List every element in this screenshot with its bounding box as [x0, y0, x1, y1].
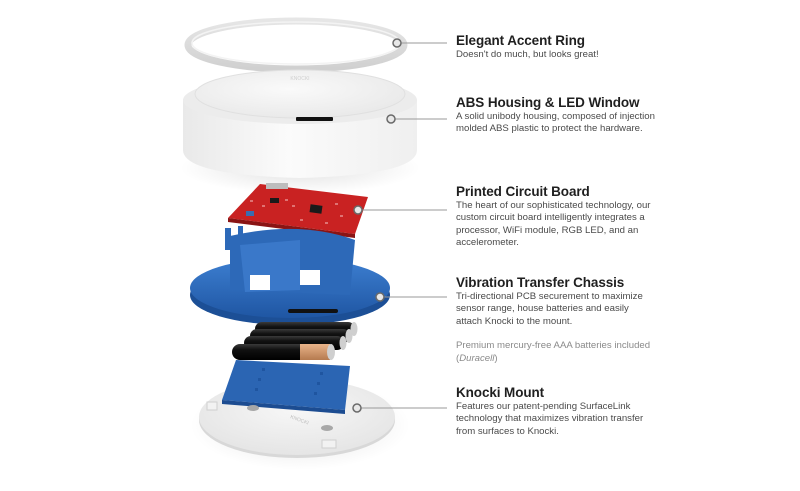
- callout-accent-ring: Elegant Accent Ring Doesn't do much, but…: [456, 33, 656, 61]
- accent-ring: [184, 17, 408, 73]
- callout-description: Doesn't do much, but looks great!: [456, 49, 599, 60]
- marker-chassis: [375, 292, 385, 302]
- callout-title: Printed Circuit Board: [456, 184, 590, 199]
- vibration-transfer-chassis: [190, 226, 390, 325]
- callout-description: The heart of our sophisticated technolog…: [456, 200, 651, 249]
- callout-mount: Knocki Mount Features our patent-pending…: [456, 385, 656, 438]
- marker-pcb: [353, 205, 363, 215]
- callout-title: Elegant Accent Ring: [456, 33, 585, 48]
- callout-title: Knocki Mount: [456, 385, 545, 400]
- knocki-mount: KNOCKI: [190, 360, 410, 470]
- marker-housing: [386, 114, 396, 124]
- battery-brand: Duracell: [459, 352, 495, 364]
- battery-note-end: ): [494, 352, 498, 364]
- abs-housing: KNOCKI: [180, 69, 420, 194]
- battery-note: Premium mercury-free AAA batteries inclu…: [456, 340, 656, 365]
- callout-markers: [352, 38, 402, 413]
- aaa-batteries: [232, 322, 358, 360]
- callout-description: A solid unibody housing, composed of inj…: [456, 111, 655, 135]
- led-window: [296, 117, 333, 121]
- marker-mount: [352, 403, 362, 413]
- callout-title: Vibration Transfer Chassis: [456, 275, 625, 290]
- callout-title: ABS Housing & LED Window: [456, 95, 640, 110]
- battery-note-text: Premium mercury-free AAA batteries inclu…: [456, 340, 651, 364]
- callout-description: Features our patent-pending SurfaceLink …: [456, 401, 644, 437]
- callout-chassis: Vibration Transfer Chassis Tri-direction…: [456, 275, 656, 365]
- housing-engraving: KNOCKI: [290, 76, 309, 82]
- callout-pcb: Printed Circuit Board The heart of our s…: [456, 184, 656, 250]
- callout-description: Tri-directional PCB securement to maximi…: [456, 291, 643, 327]
- callout-lines: [357, 42, 447, 409]
- callout-abs-housing: ABS Housing & LED Window A solid unibody…: [456, 95, 656, 136]
- marker-accent-ring: [392, 38, 402, 48]
